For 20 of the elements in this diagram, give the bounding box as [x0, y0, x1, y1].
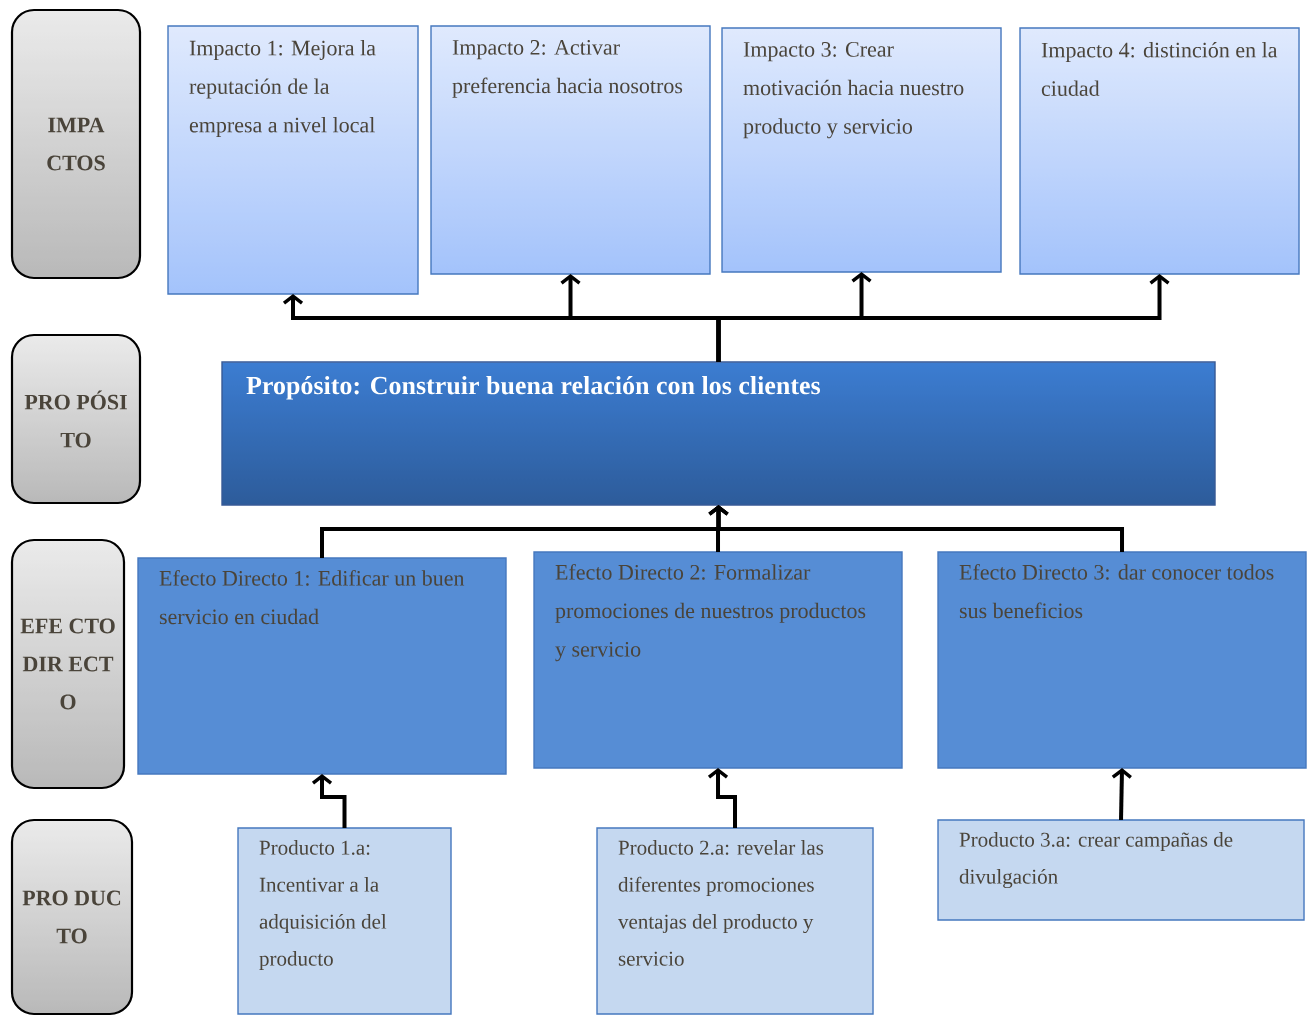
arrow: [716, 274, 1170, 362]
arrow: [1111, 768, 1132, 821]
impact-box: Impacto 3: Crear motivación hacia nuestro producto y servicio: [721, 27, 1002, 273]
product-box: Producto 3.a: crear campañas de divulgación: [937, 819, 1305, 921]
row-label: PRO DUC TO: [10, 818, 134, 1016]
impact-box: Impacto 2: Activar preferencia hacia nosotros: [430, 25, 711, 275]
impact-box: Impacto 1: Mejora la reputación de la empresa a nivel local: [167, 25, 419, 295]
arrow: [311, 774, 347, 828]
purpose-box: Propósito: Construir buena relación con los clientes: [221, 361, 1216, 506]
row-label: EFE CTO DIR ECT O: [10, 538, 126, 790]
row-label: PRO PÓSI TO: [10, 333, 142, 505]
impact-box: Impacto 4: distinción en la ciudad: [1019, 27, 1300, 275]
effect-box: Efecto Directo 3: dar conocer todos sus beneficios: [937, 551, 1307, 769]
effect-box: Efecto Directo 2: Formalizar promociones de nuestros productos y servicio: [533, 551, 903, 769]
row-label: IMPA CTOS: [10, 8, 142, 280]
arrow: [708, 505, 1124, 552]
arrow: [707, 768, 737, 828]
product-box: Producto 2.a: revelar las diferentes promociones ventajas del producto y servicio: [596, 827, 874, 1015]
product-box: Producto 1.a: Incentivar a la adquisición del producto: [237, 827, 452, 1015]
effect-box: Efecto Directo 1: Edificar un buen servicio en ciudad: [137, 557, 507, 775]
